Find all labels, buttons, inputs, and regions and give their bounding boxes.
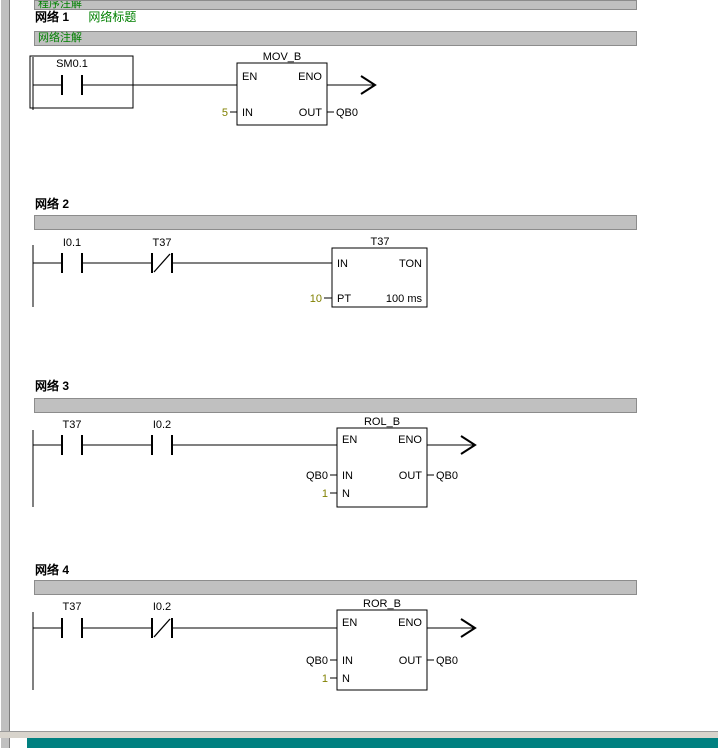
nc-slash	[153, 253, 171, 273]
block-rol-b[interactable]: ROL_B EN ENO IN OUT N	[336, 416, 428, 508]
network-2-comment-bar[interactable]	[34, 215, 637, 230]
contact-t37-nc[interactable]: T37	[151, 237, 173, 273]
network-3-ladder: T37 I0.2 ROL_B EN ENO IN OUT N QB0 QB0 1	[32, 416, 477, 508]
open-arrow	[460, 435, 477, 455]
left-splitter[interactable]	[0, 0, 10, 748]
block-mov-b[interactable]: MOV_B EN ENO IN OUT	[236, 51, 328, 126]
contact-i0-1[interactable]: I0.1	[61, 237, 83, 273]
contact-operand: T37	[63, 419, 82, 431]
block-ton-t37[interactable]: T37 IN TON PT 100 ms	[331, 236, 428, 308]
network-4-ladder: T37 I0.2 ROR_B EN ENO IN OUT N QB0 QB0 1	[32, 598, 477, 691]
contact-t37[interactable]: T37	[61, 419, 83, 455]
network-1-label: 网络 1	[35, 10, 70, 24]
pt-operand[interactable]: 10	[310, 293, 322, 305]
network-2-ladder: I0.1 T37 T37 IN TON PT 100 ms 10	[32, 236, 428, 308]
contact-operand: I0.2	[153, 419, 171, 431]
edit-cursor-box	[29, 55, 134, 109]
block-operand: T37	[371, 236, 390, 248]
out-operand[interactable]: QB0	[436, 470, 458, 482]
horizontal-scrollbar[interactable]	[0, 731, 718, 738]
n-operand[interactable]: 1	[322, 488, 328, 500]
nc-slash	[153, 618, 171, 638]
network-4-header[interactable]: 网络 4	[35, 561, 69, 578]
contact-operand: T37	[63, 601, 82, 613]
pin-n: N	[342, 673, 350, 685]
pin-en: EN	[342, 434, 357, 446]
block-type: TON	[399, 258, 422, 270]
network-3-label: 网络 3	[35, 379, 70, 393]
time-base: 100 ms	[386, 293, 423, 305]
contact-operand: I0.1	[63, 237, 81, 249]
out-operand[interactable]: QB0	[436, 655, 458, 667]
program-comment-text: 程序注解	[38, 0, 82, 10]
pin-in: IN	[337, 258, 348, 270]
network-1-ladder: SM0.1 MOV_B EN ENO IN OUT 5 QB0	[29, 51, 377, 126]
block-body	[336, 609, 428, 691]
block-body	[331, 247, 428, 308]
network-1-header[interactable]: 网络 1 网络标题	[35, 8, 136, 25]
out-operand[interactable]: QB0	[336, 107, 358, 119]
block-name: ROR_B	[363, 598, 401, 610]
pin-in: IN	[342, 655, 353, 667]
contact-i0-2[interactable]: I0.2	[151, 419, 173, 455]
pin-eno: ENO	[398, 434, 422, 446]
contact-operand: I0.2	[153, 601, 171, 613]
network-3-comment-bar[interactable]	[34, 398, 637, 413]
contact-operand: T37	[153, 237, 172, 249]
contact-sm0-1[interactable]: SM0.1	[56, 58, 88, 95]
contact-i0-2-nc[interactable]: I0.2	[151, 601, 173, 638]
in-operand[interactable]: QB0	[306, 655, 328, 667]
network-4-label: 网络 4	[35, 563, 70, 577]
network-4-comment-bar[interactable]	[34, 580, 637, 595]
block-body	[236, 62, 328, 126]
pin-out: OUT	[399, 655, 423, 667]
pin-out: OUT	[399, 470, 423, 482]
pin-eno: ENO	[298, 71, 322, 83]
pin-en: EN	[342, 617, 357, 629]
network-1-comment-bar[interactable]: 网络注解	[34, 31, 637, 46]
open-arrow	[460, 618, 477, 638]
in-operand[interactable]: 5	[222, 107, 228, 119]
network-1-comment-text: 网络注解	[38, 32, 82, 44]
network-2-header[interactable]: 网络 2	[35, 195, 69, 212]
pin-n: N	[342, 488, 350, 500]
pin-out: OUT	[299, 107, 323, 119]
network-1-title[interactable]: 网络标题	[88, 10, 137, 24]
block-name: MOV_B	[263, 51, 302, 63]
in-operand[interactable]: QB0	[306, 470, 328, 482]
contact-operand: SM0.1	[56, 58, 88, 70]
program-comment-bar[interactable]: 程序注解	[34, 0, 637, 10]
open-arrow	[360, 75, 377, 95]
network-3-header[interactable]: 网络 3	[35, 377, 69, 394]
network-2-label: 网络 2	[35, 197, 70, 211]
pin-pt: PT	[337, 293, 351, 305]
pin-in: IN	[342, 470, 353, 482]
n-operand[interactable]: 1	[322, 673, 328, 685]
block-ror-b[interactable]: ROR_B EN ENO IN OUT N	[336, 598, 428, 691]
pin-eno: ENO	[398, 617, 422, 629]
block-name: ROL_B	[364, 416, 400, 428]
pin-in: IN	[242, 107, 253, 119]
block-body	[336, 427, 428, 508]
desktop-background-strip	[27, 738, 718, 748]
pin-en: EN	[242, 71, 257, 83]
contact-t37[interactable]: T37	[61, 601, 83, 638]
